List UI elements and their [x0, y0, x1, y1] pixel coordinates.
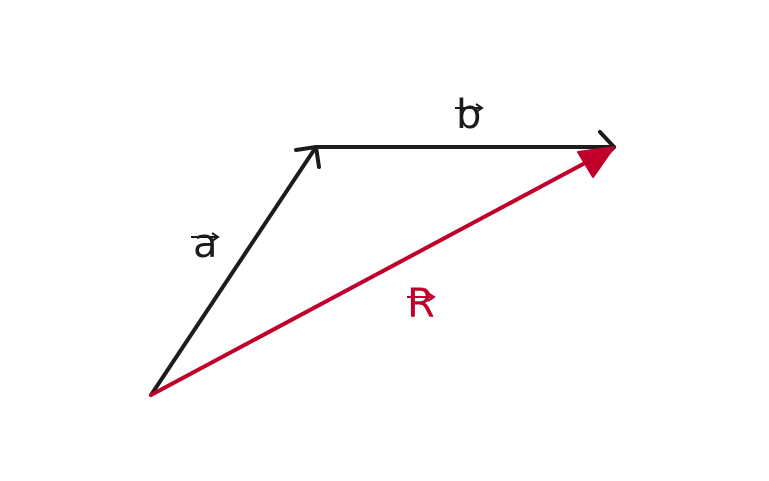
vector-r-arrowhead — [577, 146, 615, 178]
over-arrow-icon — [190, 210, 221, 250]
vector-a-label: a — [191, 221, 221, 267]
over-arrow-icon — [454, 81, 484, 121]
vector-b-text: b — [456, 92, 482, 138]
vector-a-text: a — [193, 221, 218, 267]
vector-a — [149, 145, 321, 397]
over-arrow-icon — [406, 270, 436, 310]
vector-r-shaft — [149, 153, 602, 397]
vector-b-label: b — [454, 92, 484, 138]
vector-r — [149, 146, 615, 397]
vector-r-text: R — [407, 281, 435, 327]
vector-r-label: R — [406, 281, 436, 327]
vector-a-shaft — [149, 145, 318, 397]
